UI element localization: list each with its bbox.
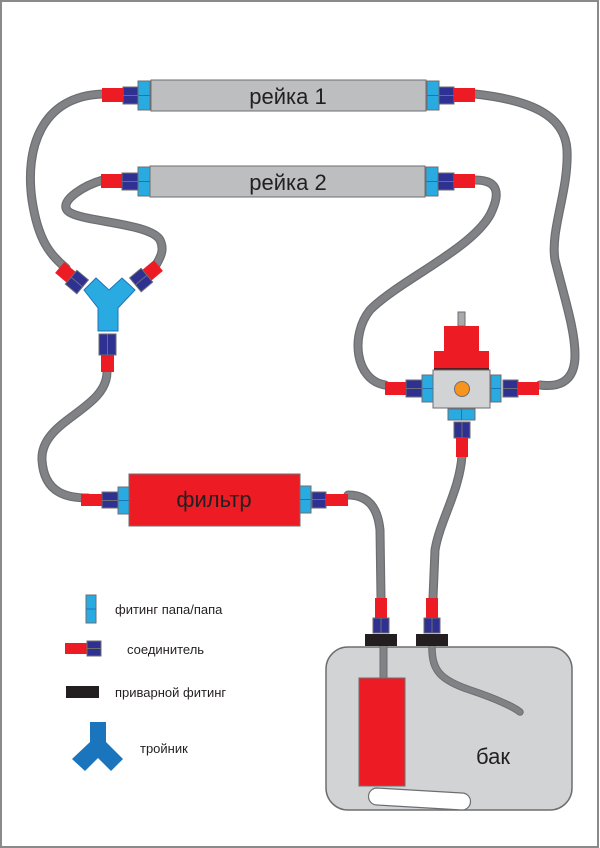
welded-fitting-icon xyxy=(416,634,448,646)
legend-label: тройник xyxy=(140,741,188,756)
legend-item-male-male-fitting: фитинг папа/папа xyxy=(85,594,223,624)
filter-label: фильтр xyxy=(176,487,251,512)
legend-label: соединитель xyxy=(127,642,204,657)
regulator-knob-icon xyxy=(454,381,470,397)
regulator-right-connector xyxy=(490,374,539,403)
fuel-strainer xyxy=(367,787,472,811)
rail2-left-connector xyxy=(101,166,151,197)
legend-label: фитинг папа/папа xyxy=(115,602,223,617)
fuel-rail-2[interactable]: рейка 2 xyxy=(149,165,426,198)
legend-label: приварной фитинг xyxy=(115,685,226,700)
legend-item-welded-fitting: приварной фитинг xyxy=(66,685,226,700)
filter-right-connector xyxy=(299,485,348,514)
regulator-bottom-connector xyxy=(447,408,476,457)
fuel-rail-1[interactable]: рейка 1 xyxy=(150,79,427,112)
hoses xyxy=(25,89,580,603)
tee-fitting[interactable] xyxy=(54,259,164,372)
vacuum-nipple xyxy=(457,311,466,327)
rail2-right-connector xyxy=(425,166,475,197)
connector-sleeve-icon xyxy=(102,88,123,102)
fuel-filter[interactable]: фильтр xyxy=(128,473,301,527)
legend-item-tee: тройник xyxy=(72,722,188,771)
hose-rail1-to-regulator xyxy=(470,89,580,390)
tee-icon xyxy=(83,277,136,332)
fuel-tank[interactable]: бак xyxy=(325,644,573,811)
tank-right-port xyxy=(416,598,448,646)
connector-icon xyxy=(65,643,87,654)
filter-left-connector xyxy=(81,486,130,515)
fuel-pump xyxy=(358,677,406,787)
legend: фитинг папа/папа соединитель приварной ф… xyxy=(65,594,226,771)
regulator-left-connector xyxy=(385,374,434,403)
rail1-left-connector xyxy=(102,80,151,111)
welded-fitting-icon xyxy=(365,634,397,646)
rail-1-label: рейка 1 xyxy=(249,84,326,109)
legend-item-connector: соединитель xyxy=(65,640,204,657)
tee-icon xyxy=(72,722,123,771)
rail1-right-connector xyxy=(426,80,475,111)
tank-label: бак xyxy=(476,744,510,769)
welded-fitting-icon xyxy=(66,686,99,698)
tank-left-port xyxy=(365,598,397,646)
fuel-pressure-regulator[interactable] xyxy=(432,311,491,409)
rail-2-label: рейка 2 xyxy=(249,170,326,195)
